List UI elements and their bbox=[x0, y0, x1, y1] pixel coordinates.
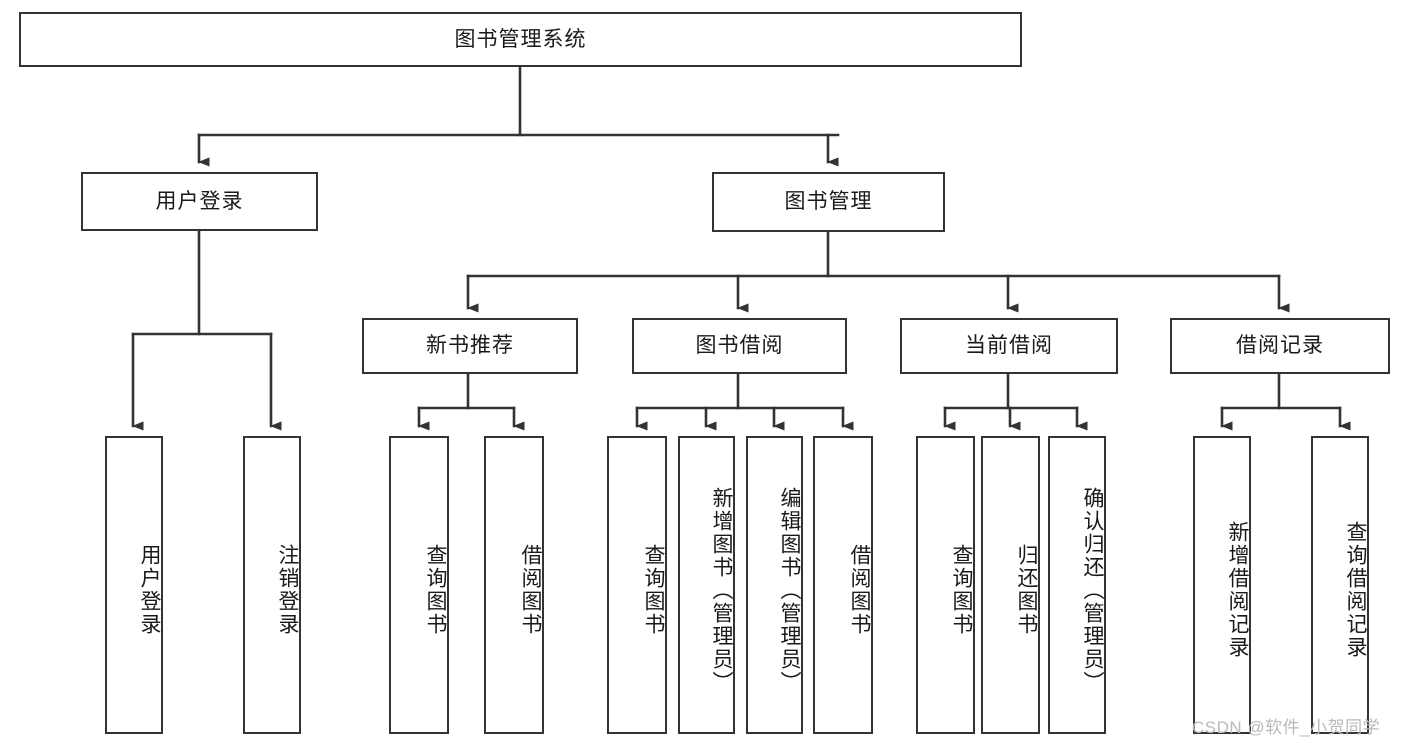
node-user-login[interactable]: 用户登录 bbox=[81, 172, 318, 231]
node-leaf-add-record-label: 新增借阅记录 bbox=[1226, 521, 1249, 659]
node-leaf-confirm-return[interactable]: 确认归还（管理员） bbox=[1048, 436, 1106, 734]
node-leaf-query-record[interactable]: 查询借阅记录 bbox=[1311, 436, 1369, 734]
node-borrow-record[interactable]: 借阅记录 bbox=[1170, 318, 1390, 374]
node-leaf-user-logout-label: 注销登录 bbox=[276, 544, 299, 636]
node-current-borrow[interactable]: 当前借阅 bbox=[900, 318, 1118, 374]
node-leaf-query-book-3-label: 查询图书 bbox=[950, 544, 973, 636]
node-leaf-edit-book[interactable]: 编辑图书（管理员） bbox=[746, 436, 803, 734]
node-leaf-borrow-book-1[interactable]: 借阅图书 bbox=[484, 436, 544, 734]
node-leaf-confirm-return-label: 确认归还（管理员） bbox=[1081, 486, 1104, 694]
node-leaf-edit-book-label: 编辑图书（管理员） bbox=[778, 486, 801, 694]
node-leaf-add-book-label: 新增图书（管理员） bbox=[710, 486, 733, 694]
node-leaf-query-book-1[interactable]: 查询图书 bbox=[389, 436, 449, 734]
node-leaf-query-record-label: 查询借阅记录 bbox=[1344, 521, 1367, 659]
node-new-book-recommend-label: 新书推荐 bbox=[426, 334, 514, 358]
node-book-borrow[interactable]: 图书借阅 bbox=[632, 318, 847, 374]
node-current-borrow-label: 当前借阅 bbox=[965, 334, 1053, 358]
node-leaf-query-book-1-label: 查询图书 bbox=[424, 544, 447, 636]
node-book-management-label: 图书管理 bbox=[784, 190, 873, 214]
node-leaf-query-book-2-label: 查询图书 bbox=[642, 544, 665, 636]
node-leaf-query-book-2[interactable]: 查询图书 bbox=[607, 436, 667, 734]
node-leaf-add-book[interactable]: 新增图书（管理员） bbox=[678, 436, 735, 734]
node-leaf-query-book-3[interactable]: 查询图书 bbox=[916, 436, 975, 734]
node-leaf-borrow-book-1-label: 借阅图书 bbox=[519, 544, 542, 636]
node-leaf-user-login-label: 用户登录 bbox=[138, 544, 161, 636]
node-root-label: 图书管理系统 bbox=[454, 27, 587, 51]
node-root[interactable]: 图书管理系统 bbox=[19, 12, 1022, 67]
csdn-watermark: CSDN @软件_小贺同学 bbox=[1192, 718, 1381, 737]
node-user-login-label: 用户登录 bbox=[155, 189, 244, 213]
node-new-book-recommend[interactable]: 新书推荐 bbox=[362, 318, 578, 374]
node-leaf-user-logout[interactable]: 注销登录 bbox=[243, 436, 301, 734]
node-leaf-add-record[interactable]: 新增借阅记录 bbox=[1193, 436, 1251, 734]
node-leaf-borrow-book-2[interactable]: 借阅图书 bbox=[813, 436, 873, 734]
node-leaf-borrow-book-2-label: 借阅图书 bbox=[848, 544, 871, 636]
node-leaf-return-book[interactable]: 归还图书 bbox=[981, 436, 1040, 734]
node-leaf-user-login[interactable]: 用户登录 bbox=[105, 436, 163, 734]
node-borrow-record-label: 借阅记录 bbox=[1236, 334, 1324, 358]
node-book-management[interactable]: 图书管理 bbox=[712, 172, 945, 232]
node-leaf-return-book-label: 归还图书 bbox=[1015, 544, 1038, 636]
node-book-borrow-label: 图书借阅 bbox=[695, 334, 784, 358]
